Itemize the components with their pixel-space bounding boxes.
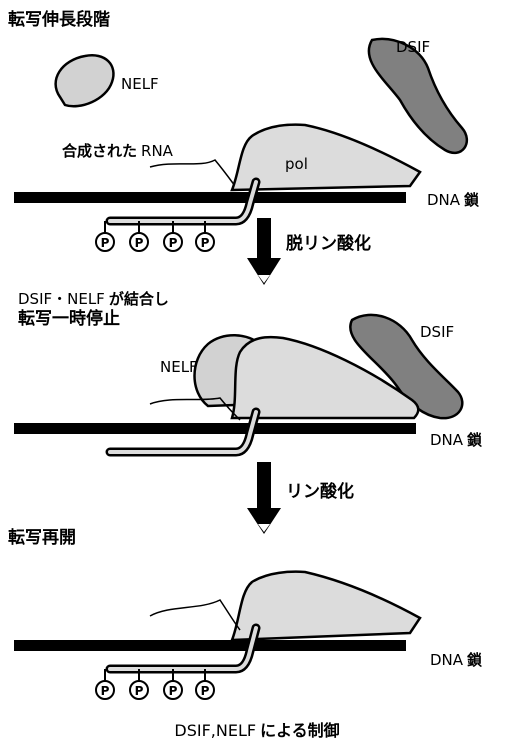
dna-strand-stage2 [14,423,416,434]
phosphorylation-arrow [247,462,281,534]
nelf-protein [56,55,114,106]
rna-strand [150,160,238,190]
dna-strand-stage3 [14,640,406,651]
phospho-label: P [169,236,178,250]
pol-label: pol [285,155,308,173]
dsif-label-bound: DSIF [420,323,454,341]
polymerase [232,125,420,190]
dephosphorylation-arrow [247,218,281,285]
phospho-label: P [101,236,110,250]
stage-title-elongation: 転写伸長段階 [8,9,110,30]
dna-strand [14,192,406,203]
dsif-label: DSIF [396,38,430,56]
stage-title-pause-line2: 転写一時停止 [18,308,120,329]
phospho-label: P [101,684,110,698]
phosphorylation-label: リン酸化 [286,481,354,502]
phospho-label: P [169,684,178,698]
stage-title-resume: 転写再開 [8,527,76,548]
nelf-label-bound: NELF [160,358,198,376]
rna-strand-stage3 [150,600,240,630]
phospho-label: P [201,236,210,250]
phospho-label: P [135,236,144,250]
phospho-label: P [135,684,144,698]
phospho-label: P [201,684,210,698]
dephosphorylation-label: 脱リン酸化 [286,233,371,254]
polymerase-resume [232,572,420,640]
nelf-label: NELF [121,75,159,93]
dsif-protein [369,39,467,153]
